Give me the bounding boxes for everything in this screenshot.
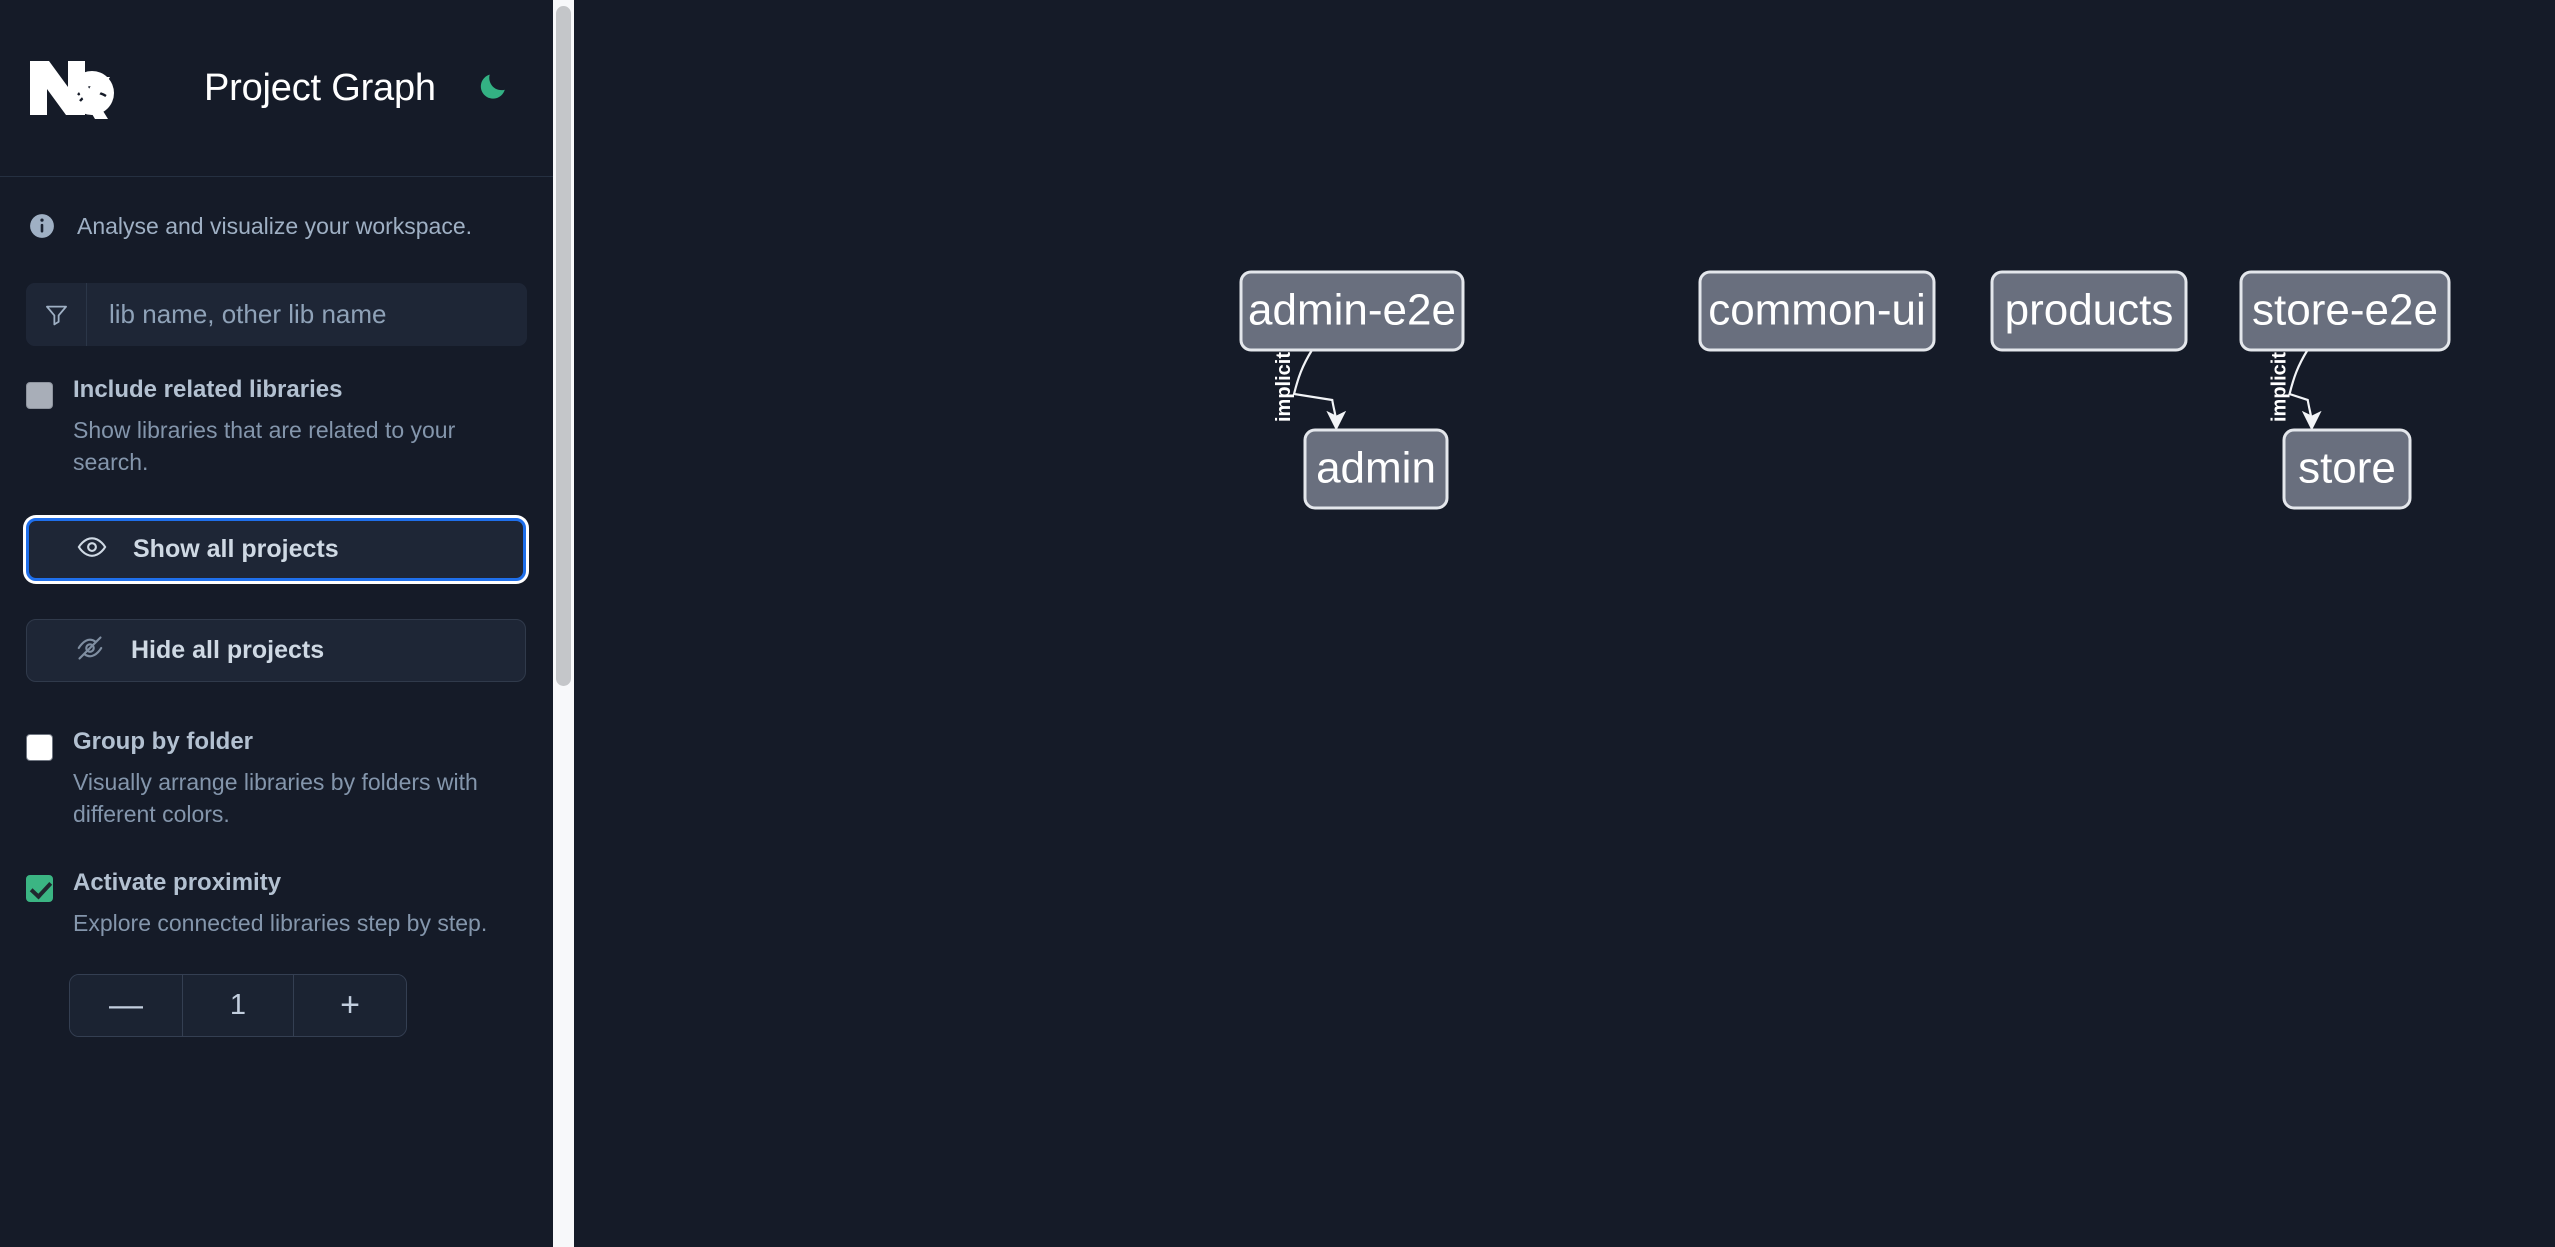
option-group-by-folder: Group by folder Visually arrange librari… <box>0 728 553 830</box>
graph-nodes: admin-e2e common-ui products store-e2e admin… <box>1239 270 2451 510</box>
proximity-stepper-wrap: — 1 + <box>0 973 553 1037</box>
graph-edge[interactable] <box>2288 349 2322 431</box>
graph-node[interactable]: store-e2e <box>2239 270 2451 352</box>
sidebar-header: Project Graph <box>0 0 553 177</box>
group-by-folder-checkbox[interactable] <box>26 734 53 762</box>
graph-node-label: products <box>2005 286 2174 335</box>
graph-node[interactable]: admin-e2e <box>1239 270 1465 352</box>
group-by-folder-description: Visually arrange libraries by folders wi… <box>73 769 478 828</box>
tagline-row: Analyse and visualize your workspace. <box>0 177 553 275</box>
graph-node-box[interactable] <box>1990 270 2188 352</box>
graph-node-label: admin-e2e <box>1248 286 1456 335</box>
graph-node-label: common-ui <box>1708 286 1926 335</box>
option-activate-proximity: Activate proximity Explore connected lib… <box>0 869 553 940</box>
show-all-projects-button[interactable]: Show all projects <box>26 518 526 582</box>
graph-node[interactable]: admin <box>1303 428 1449 510</box>
hide-all-projects-label: Hide all projects <box>131 636 325 665</box>
eye-off-icon <box>75 633 105 668</box>
graph-node-label: store <box>2298 444 2396 493</box>
activate-proximity-description: Explore connected libraries step by step… <box>73 909 488 936</box>
sidebar: Project Graph Analyse and visualize your… <box>0 0 553 1247</box>
proximity-value: 1 <box>183 974 293 1036</box>
moon-icon[interactable] <box>470 66 514 110</box>
activate-proximity-label: Activate proximity <box>73 868 282 896</box>
graph-edge[interactable] <box>1292 349 1347 431</box>
tagline-text: Analyse and visualize your workspace. <box>77 212 473 239</box>
graph-edge-label: implicit <box>2269 352 2291 422</box>
sidebar-scrollbar-thumb[interactable] <box>556 6 571 686</box>
option-include-related-libraries: Include related libraries Show libraries… <box>0 376 553 478</box>
graph-canvas[interactable]: implicit implicit admin-e2e common-ui produ… <box>574 0 2555 1247</box>
activate-proximity-checkbox[interactable] <box>26 874 53 902</box>
graph-node-box[interactable] <box>1303 428 1449 510</box>
graph-node[interactable]: common-ui <box>1698 270 1936 352</box>
search-row <box>0 283 553 346</box>
proximity-stepper: — 1 + <box>69 973 407 1037</box>
info-icon <box>29 213 55 239</box>
include-related-libraries-description: Show libraries that are related to your … <box>73 417 456 475</box>
graph-node-box[interactable] <box>2239 270 2451 352</box>
graph-node-label: admin <box>1316 444 1436 493</box>
filter-funnel-icon[interactable] <box>26 283 87 346</box>
sidebar-scrollbar[interactable] <box>553 0 574 1247</box>
graph-edge-label: implicit <box>1273 352 1295 422</box>
page-title: Project Graph <box>204 66 436 109</box>
include-related-libraries-checkbox[interactable] <box>26 382 53 409</box>
project-graph-svg: implicit implicit admin-e2e common-ui produ… <box>1239 270 2451 510</box>
graph-node[interactable]: store <box>2282 428 2412 510</box>
hide-all-projects-button[interactable]: Hide all projects <box>26 619 526 683</box>
graph-node-box[interactable] <box>1239 270 1465 352</box>
show-all-projects-label: Show all projects <box>133 535 339 564</box>
graph-node-box[interactable] <box>1698 270 1936 352</box>
eye-icon <box>77 532 107 567</box>
proximity-decrement-button[interactable]: — <box>70 974 183 1036</box>
project-visibility-buttons: Show all projects Hide all projects <box>0 518 553 683</box>
include-related-libraries-label: Include related libraries <box>73 376 343 403</box>
proximity-increment-button[interactable]: + <box>293 974 406 1036</box>
search-box <box>26 283 527 346</box>
nx-logo-icon <box>26 57 124 119</box>
group-by-folder-label: Group by folder <box>73 728 253 756</box>
search-input[interactable] <box>87 283 527 346</box>
graph-node-box[interactable] <box>2282 428 2412 510</box>
graph-node[interactable]: products <box>1990 270 2188 352</box>
graph-edges: implicit implicit <box>1273 349 2322 431</box>
graph-node-label: store-e2e <box>2252 286 2438 335</box>
